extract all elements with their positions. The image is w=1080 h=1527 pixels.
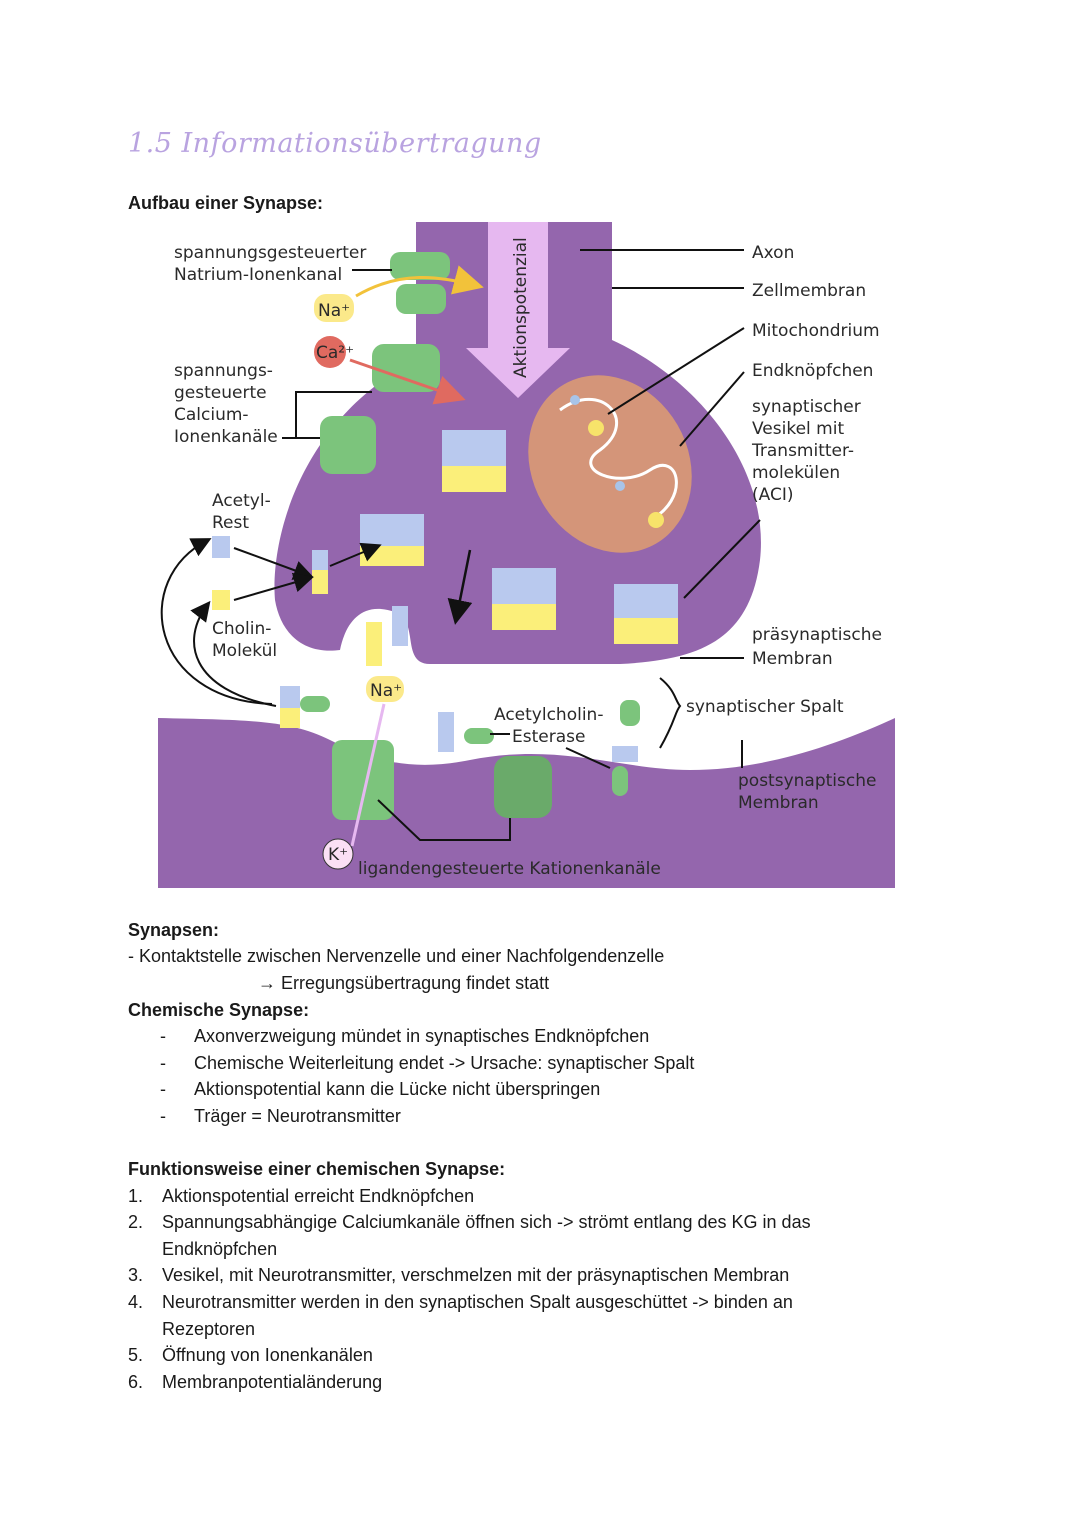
label-axon: Axon xyxy=(752,243,794,263)
funktion-item: Vesikel, mit Neurotransmitter, verschmel… xyxy=(162,1265,790,1285)
calcium-channel-2 xyxy=(320,416,376,474)
funktion-item: Rezeptoren xyxy=(162,1319,256,1339)
na-ion-2: Na⁺ xyxy=(366,676,404,702)
label-esterase-2: Esterase xyxy=(512,727,585,747)
label-liganden: ligandengesteuerte Kationenkanäle xyxy=(358,859,661,879)
funktion-item: Öffnung von Ionenkanälen xyxy=(162,1345,373,1365)
label-esterase-1: Acetylcholin- xyxy=(494,705,603,725)
vesicle-3 xyxy=(492,568,556,630)
label-spalt: synaptischer Spalt xyxy=(686,697,844,717)
funktion-number: 6. xyxy=(128,1372,144,1392)
svg-text:Na⁺: Na⁺ xyxy=(370,681,402,701)
label-cholin-1: Cholin- xyxy=(212,619,271,639)
diagram-heading: Aufbau einer Synapse: xyxy=(128,193,324,213)
ca-ion: Ca²⁺ xyxy=(314,336,354,368)
funktion-item: Aktionspotential erreicht Endknöpfchen xyxy=(162,1186,475,1206)
funktion-number: 1. xyxy=(128,1186,144,1206)
funktion-number: 4. xyxy=(128,1292,144,1312)
sodium-channel xyxy=(390,252,450,314)
label-zellmembran: Zellmembran xyxy=(752,281,866,301)
synapsen-line1: - Kontaktstelle zwischen Nervenzelle und… xyxy=(128,946,665,966)
svg-text:Ca²⁺: Ca²⁺ xyxy=(316,343,354,363)
ligand-channel-1 xyxy=(332,740,394,820)
funktion-number: 3. xyxy=(128,1265,144,1285)
na-ion: Na⁺ xyxy=(314,294,354,322)
label-calcium-4: Ionenkanäle xyxy=(174,427,278,447)
label-mitochondrium: Mitochondrium xyxy=(752,321,880,341)
funktion-heading: Funktionsweise einer chemischen Synapse: xyxy=(128,1159,506,1179)
label-calcium-2: gesteuerte xyxy=(174,383,267,403)
funktion-item: Membranpotentialänderung xyxy=(162,1372,383,1392)
funktion-item: Neurotransmitter werden in den synaptisc… xyxy=(162,1292,793,1312)
synapse-diagram: Aktionspotenzial Na⁺ Ca²⁺ xyxy=(158,222,895,888)
action-potential-arrow xyxy=(466,222,570,398)
label-post-1: postsynaptische xyxy=(738,771,876,791)
label-prae-2: Membran xyxy=(752,649,833,669)
chemisch-item: Chemische Weiterleitung endet -> Ursache… xyxy=(194,1053,695,1073)
synapsen-line2: → Erregungsübertragung findet statt xyxy=(258,973,550,993)
label-post-2: Membran xyxy=(738,793,819,813)
ligand-channel-2 xyxy=(494,756,552,818)
synapsen-heading: Synapsen: xyxy=(128,920,220,940)
chemisch-item: Aktionspotential kann die Lücke nicht üb… xyxy=(194,1079,601,1099)
label-endknoepfchen: Endknöpfchen xyxy=(752,361,873,381)
vesicle-1 xyxy=(442,430,506,492)
label-acetyl-2: Rest xyxy=(212,513,249,533)
funktion-item: Spannungsabhängige Calciumkanäle öffnen … xyxy=(162,1212,811,1232)
label-vesikel-2: Vesikel mit xyxy=(752,419,844,439)
label-cholin-2: Molekül xyxy=(212,641,277,661)
funktion-number: 2. xyxy=(128,1212,144,1232)
label-vesikel-4: molekülen xyxy=(752,463,840,483)
chemisch-item: Axonverzweigung mündet in synaptisches E… xyxy=(194,1026,650,1046)
label-acetyl-1: Acetyl- xyxy=(212,491,271,511)
label-vesikel-3: Transmitter- xyxy=(751,441,854,461)
label-vesikel-5: (ACI) xyxy=(752,485,793,505)
mitochondrion xyxy=(528,375,692,553)
funktion-item: Endknöpfchen xyxy=(162,1239,278,1259)
calcium-channel-1 xyxy=(372,344,440,392)
k-ion: K⁺ xyxy=(322,838,354,870)
label-natrium-1: spannungsgesteuerter xyxy=(174,243,366,263)
label-prae-1: präsynaptische xyxy=(752,625,882,645)
svg-text:K⁺: K⁺ xyxy=(328,845,348,865)
vesicle-2 xyxy=(360,514,424,566)
aktionspotenzial-label: Aktionspotenzial xyxy=(511,237,531,378)
svg-text:Na⁺: Na⁺ xyxy=(318,301,350,321)
label-calcium-3: Calcium- xyxy=(174,405,249,425)
page-title: 1.5 Informationsübertragung xyxy=(128,128,542,159)
label-vesikel-1: synaptischer xyxy=(752,397,861,417)
label-natrium-2: Natrium-Ionenkanal xyxy=(174,265,342,285)
vesicle-4 xyxy=(614,584,678,644)
label-calcium-1: spannungs- xyxy=(174,361,273,381)
chemisch-item: Träger = Neurotransmitter xyxy=(194,1106,401,1126)
chemisch-heading: Chemische Synapse: xyxy=(128,1000,310,1020)
funktion-number: 5. xyxy=(128,1345,144,1365)
